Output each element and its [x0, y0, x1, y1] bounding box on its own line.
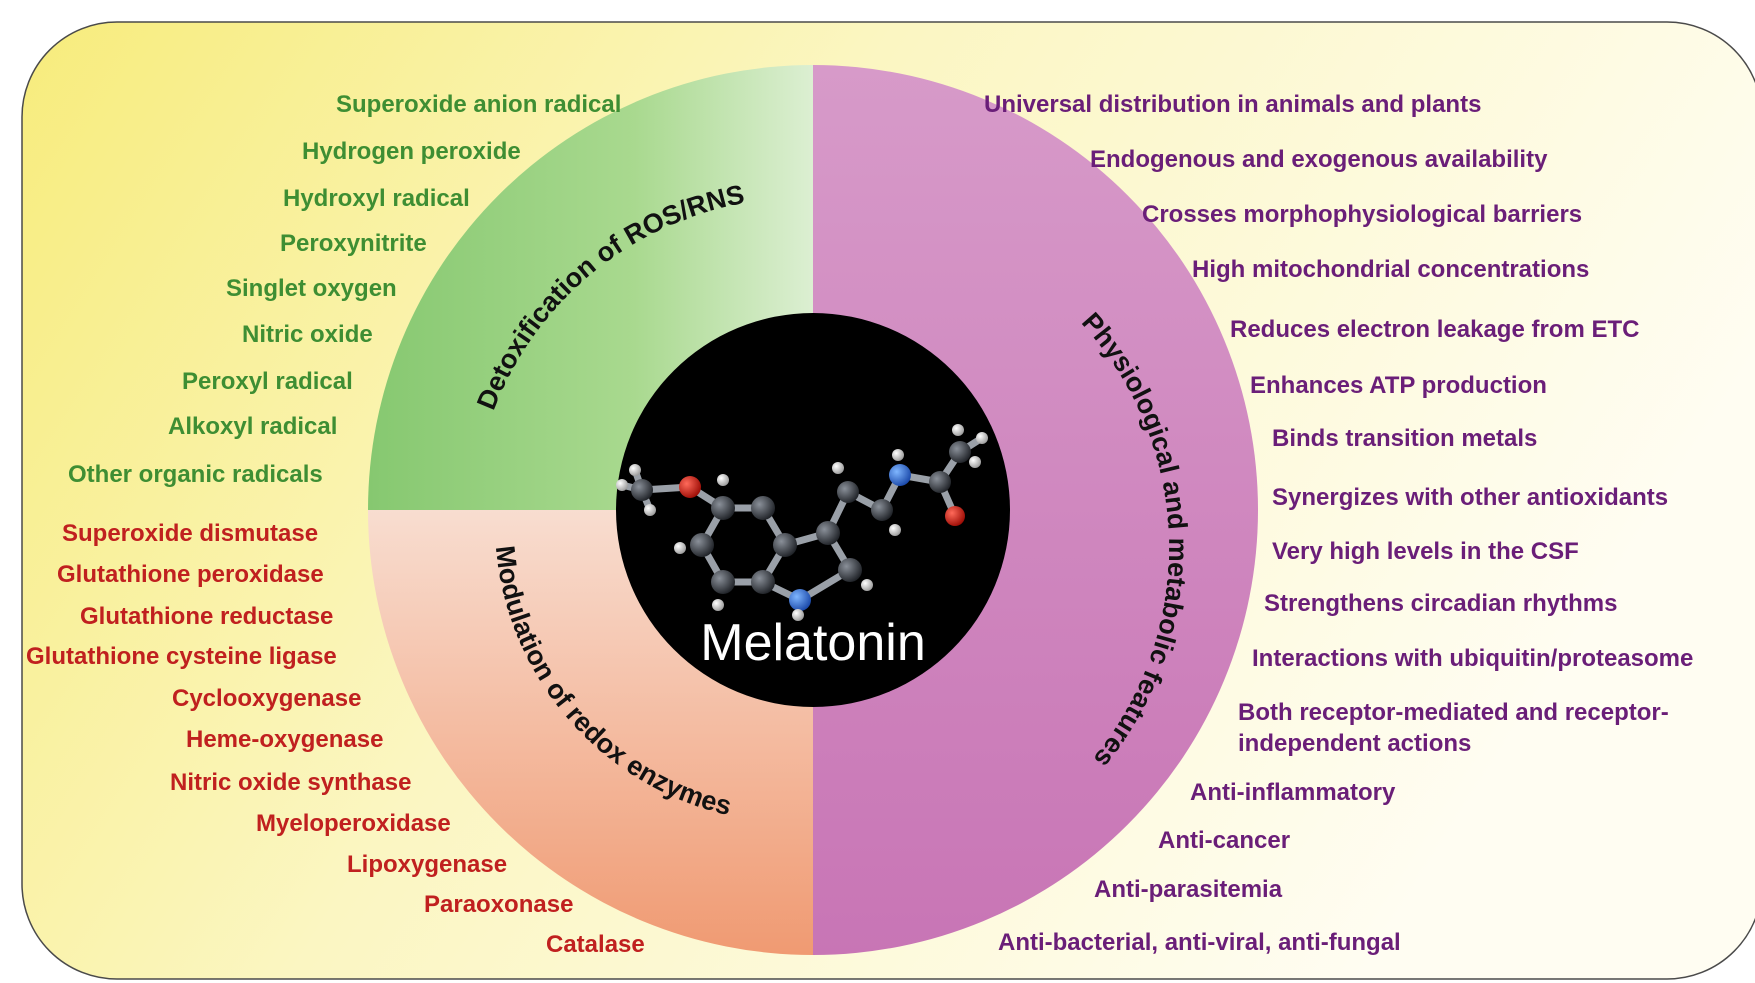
- ros-item: Hydroxyl radical: [283, 185, 470, 212]
- enzyme-item: Paraoxonase: [424, 891, 573, 918]
- ros-item: Peroxynitrite: [280, 230, 427, 257]
- ros-item: Other organic radicals: [68, 461, 323, 488]
- feature-item: Strengthens circadian rhythms: [1264, 590, 1617, 617]
- ros-list: Superoxide anion radical Hydrogen peroxi…: [68, 91, 621, 488]
- enzyme-item: Catalase: [546, 931, 645, 958]
- feature-item: Anti-inflammatory: [1190, 779, 1396, 806]
- enzyme-item: Glutathione cysteine ligase: [26, 643, 337, 670]
- feature-item: High mitochondrial concentrations: [1192, 256, 1589, 283]
- ros-item: Nitric oxide: [242, 321, 373, 348]
- enzyme-item: Glutathione reductase: [80, 603, 333, 630]
- enzyme-item: Heme-oxygenase: [186, 726, 383, 753]
- feature-item: Endogenous and exogenous availability: [1090, 146, 1548, 173]
- feature-item: Very high levels in the CSF: [1272, 538, 1579, 565]
- ros-item: Singlet oxygen: [226, 275, 397, 302]
- enzyme-item: Lipoxygenase: [347, 851, 507, 878]
- enzyme-list: Superoxide dismutase Glutathione peroxid…: [26, 520, 645, 958]
- ros-item: Alkoxyl radical: [168, 413, 337, 440]
- center-title: Melatonin: [700, 614, 925, 672]
- enzyme-item: Cyclooxygenase: [172, 685, 361, 712]
- ros-item: Peroxyl radical: [182, 368, 353, 395]
- ros-item: Superoxide anion radical: [336, 91, 621, 118]
- feature-list: Universal distribution in animals and pl…: [984, 91, 1693, 956]
- physio-half: [813, 65, 1258, 955]
- feature-item: Universal distribution in animals and pl…: [984, 91, 1481, 118]
- melatonin-molecule-icon: [616, 424, 988, 621]
- enzyme-item: Nitric oxide synthase: [170, 769, 411, 796]
- feature-item: Crosses morphophysiological barriers: [1142, 201, 1582, 228]
- ros-item: Hydrogen peroxide: [302, 138, 521, 165]
- enzyme-item: Glutathione peroxidase: [57, 561, 324, 588]
- feature-item: Anti-bacterial, anti-viral, anti-fungal: [998, 929, 1401, 956]
- feature-item: Enhances ATP production: [1250, 372, 1547, 399]
- feature-item: Anti-parasitemia: [1094, 876, 1283, 903]
- enzyme-item: Superoxide dismutase: [62, 520, 318, 547]
- feature-item: independent actions: [1238, 730, 1471, 757]
- feature-item: Both receptor-mediated and receptor-: [1238, 699, 1669, 726]
- feature-item: Anti-cancer: [1158, 827, 1290, 854]
- feature-item: Binds transition metals: [1272, 425, 1537, 452]
- enzyme-item: Myeloperoxidase: [256, 810, 451, 837]
- feature-item: Reduces electron leakage from ETC: [1230, 316, 1639, 343]
- feature-item: Interactions with ubiquitin/proteasome: [1252, 645, 1693, 672]
- feature-item: Synergizes with other antioxidants: [1272, 484, 1668, 511]
